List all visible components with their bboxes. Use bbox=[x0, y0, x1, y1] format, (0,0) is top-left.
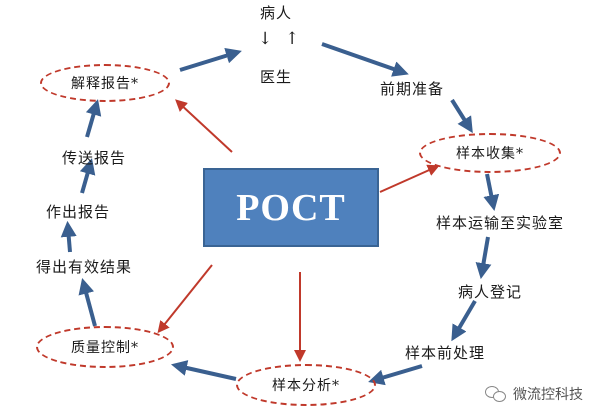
patient-label: 病人 bbox=[260, 4, 293, 22]
interpret-report-node: 解释报告* bbox=[40, 64, 170, 102]
flow-arrow-prep-to-collection bbox=[450, 98, 473, 134]
arrow-up-glyph: ↑ bbox=[285, 29, 301, 49]
poct-label: POCT bbox=[236, 186, 346, 229]
valid-results-label: 得出有效结果 bbox=[36, 258, 133, 276]
poct-arrow-to-interpret bbox=[175, 99, 233, 153]
registration-label: 病人登记 bbox=[458, 283, 523, 301]
flow-arrow-send-to-interpret bbox=[85, 99, 102, 138]
flow-arrow-doctor-to-prep bbox=[321, 42, 409, 77]
flow-arrow-registration-to-preprocessing bbox=[451, 299, 477, 342]
flow-arrow-preprocessing-to-analysis bbox=[368, 364, 423, 386]
flow-arrow-report-to-send bbox=[79, 158, 96, 194]
send-report-label: 传送报告 bbox=[62, 149, 127, 167]
watermark-text: 微流控科技 bbox=[513, 387, 583, 403]
preparation-label: 前期准备 bbox=[380, 80, 445, 98]
preprocessing-label: 样本前处理 bbox=[405, 344, 486, 362]
flow-arrow-analysis-to-qc bbox=[170, 360, 237, 381]
arrow-down-glyph: ↓ bbox=[258, 29, 274, 49]
wechat-icon bbox=[485, 386, 507, 402]
flow-arrow-collection-to-transport bbox=[483, 173, 500, 212]
flow-arrow-interpret-to-doctor bbox=[179, 47, 242, 72]
poct-center-box: POCT bbox=[203, 168, 379, 247]
flow-arrow-qc-to-results bbox=[78, 278, 97, 327]
poct-arrows bbox=[157, 99, 440, 362]
flow-arrows bbox=[60, 42, 500, 386]
poct-arrow-to-collection bbox=[379, 164, 440, 193]
flow-arrow-transport-to-registration bbox=[475, 236, 492, 280]
doctor-label: 医生 bbox=[260, 68, 293, 86]
transport-label: 样本运输至实验室 bbox=[436, 214, 565, 232]
quality-control-node: 质量控制* bbox=[36, 326, 174, 368]
watermark: 微流控科技 bbox=[485, 384, 583, 404]
flow-arrow-results-to-report bbox=[60, 220, 77, 253]
report-label: 作出报告 bbox=[46, 203, 111, 221]
sample-collection-node: 样本收集* bbox=[419, 133, 561, 173]
sample-analysis-node: 样本分析* bbox=[236, 364, 376, 406]
poct-arrow-to-qc bbox=[157, 264, 213, 334]
